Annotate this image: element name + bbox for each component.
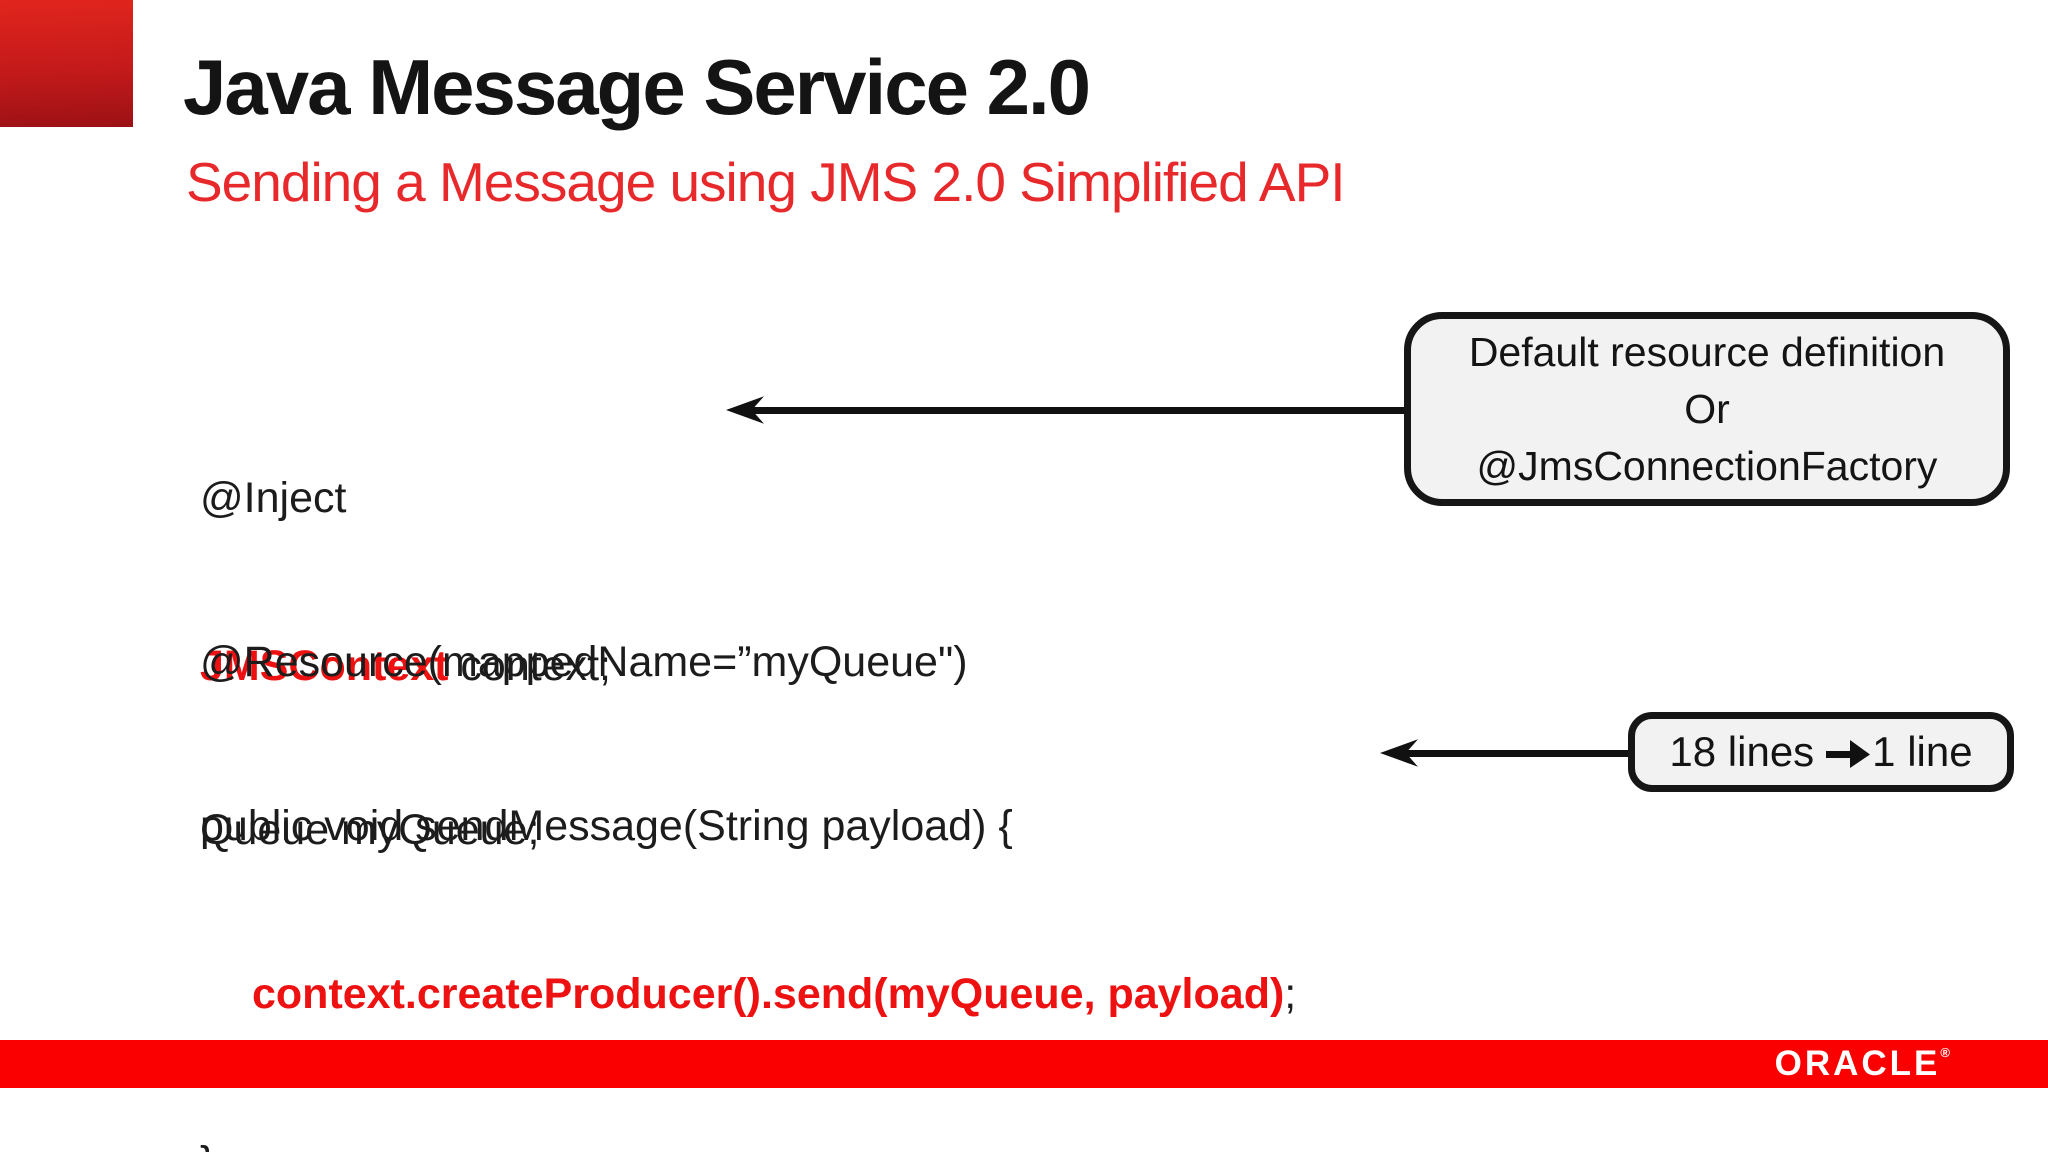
arrow-shaft: [1400, 750, 1628, 757]
callout-line-count: 18 lines 1 line: [1628, 712, 2014, 792]
arrow-shaft: [746, 407, 1408, 414]
left-arrow-icon: [726, 395, 1408, 425]
slide-subtitle: Sending a Message using JMS 2.0 Simplifi…: [186, 151, 1346, 213]
code-line-method-signature: public void sendMessage(String payload) …: [200, 802, 1013, 850]
code-line-jmscontext-declaration: JMSContext context;: [200, 638, 611, 694]
callout-resource-line1: Default resource definition: [1468, 328, 1946, 375]
code-line-resource-annotation: @Resource(mappedName=”myQueue"): [200, 638, 968, 686]
code-block-queue-resource: @Resource(mappedName=”myQueue") Queue my…: [200, 522, 968, 970]
send-statement-red: context.createProducer().send(myQueue, p…: [252, 970, 1285, 1018]
left-arrow-icon: [1380, 738, 1628, 768]
footer-bar: ORACLE®: [0, 1040, 2048, 1088]
registered-trademark-icon: ®: [1940, 1045, 1950, 1060]
line-count-before: 18 lines: [1669, 728, 1815, 775]
oracle-logo: ORACLE®: [1775, 1044, 1950, 1084]
send-statement-semicolon: ;: [1284, 970, 1297, 1018]
code-line-closing-brace: }: [200, 1134, 1296, 1152]
bold-right-arrow-icon: [1826, 740, 1871, 768]
code-block-send-method: public void sendMessage(String payload) …: [200, 686, 1296, 1152]
jmscontext-keyword: JMSContext: [200, 642, 449, 690]
code-line-inject-annotation: @Inject: [200, 474, 347, 522]
code-line-queue-declaration: Queue myQueue;: [200, 806, 540, 854]
callout-resource-line3: @JmsConnectionFactory: [1476, 442, 1938, 489]
oracle-logo-text: ORACLE: [1774, 1044, 1941, 1083]
code-line-send-statement: context.createProducer().send(myQueue, p…: [200, 966, 1296, 1022]
code-block-context-injection: @Inject JMSContext context;: [200, 358, 611, 806]
callout-resource-line2: Or: [1684, 385, 1730, 432]
callout-default-resource: Default resource definition Or @JmsConne…: [1404, 312, 2010, 506]
slide-title: Java Message Service 2.0: [183, 43, 1091, 131]
oracle-brand-corner-mark: [0, 0, 133, 127]
line-count-after: 1 line: [1872, 728, 1973, 775]
jmscontext-declaration-rest: context;: [448, 642, 611, 690]
